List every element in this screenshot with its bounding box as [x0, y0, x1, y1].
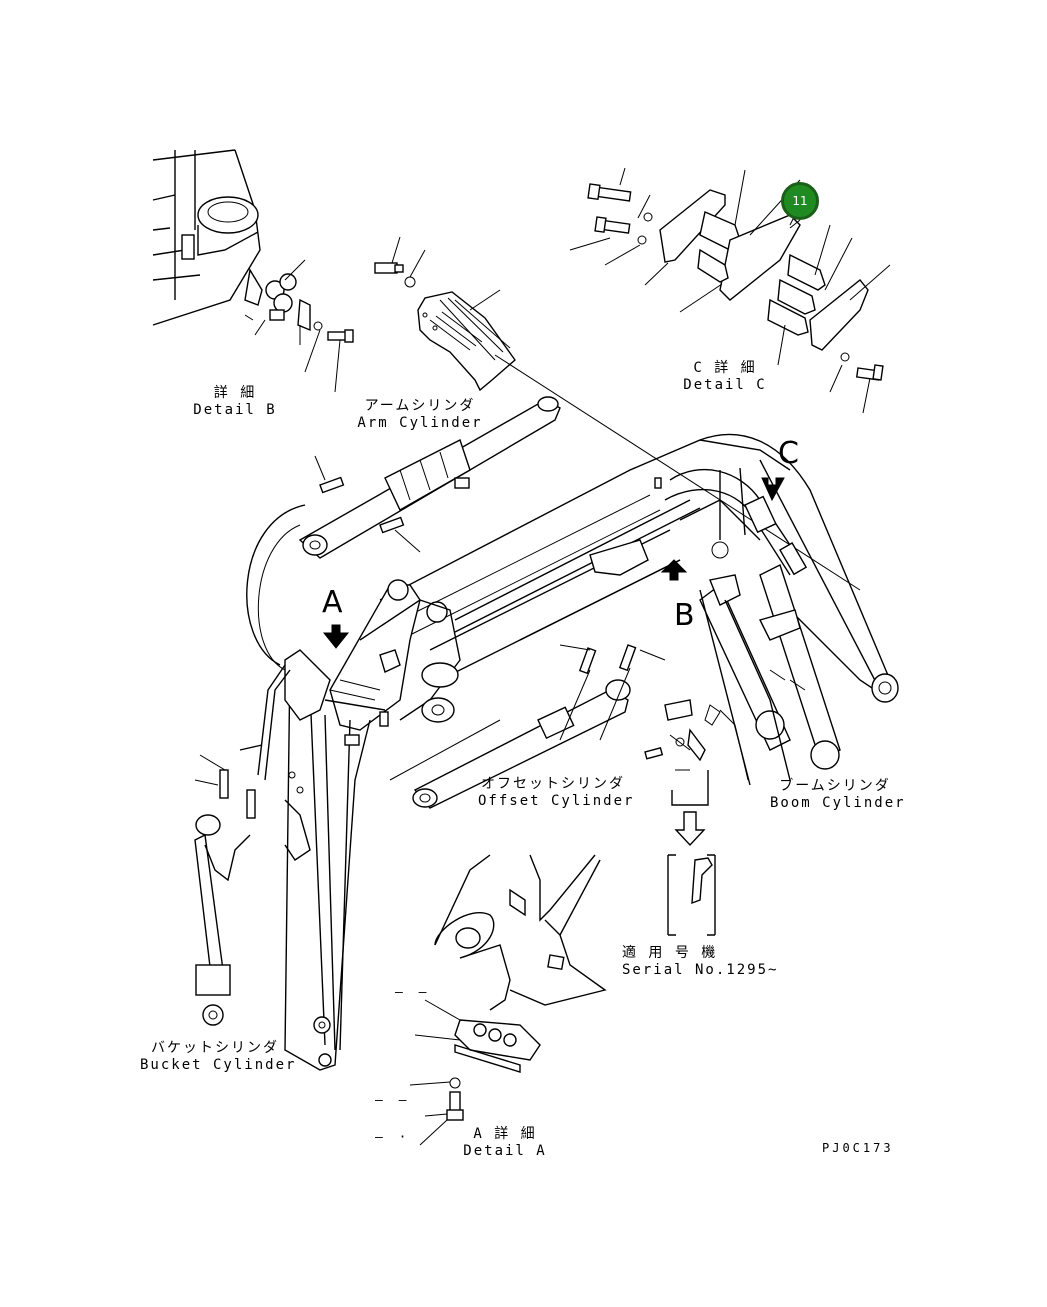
arm-cylinder-detail-drawing	[374, 236, 861, 591]
detail-a-label-en: Detail A	[463, 1143, 547, 1159]
view-letter-c: C	[778, 436, 799, 471]
detail-b-label: 詳 細 Detail B	[190, 385, 280, 419]
detail-a-label-jp: A 詳 細	[473, 1126, 537, 1142]
detail-a-label: A 詳 細 Detail A	[460, 1126, 550, 1160]
detail-b-label-jp: 詳 細	[213, 385, 257, 401]
arm-cylinder-label: アームシリンダ Arm Cylinder	[355, 398, 485, 432]
arm-cylinder-label-en: Arm Cylinder	[357, 415, 483, 431]
view-letter-a: A	[322, 585, 343, 620]
serial-label-en: Serial No.1295~	[622, 962, 779, 978]
detail-b-drawing	[152, 149, 354, 393]
callout-badge-11[interactable]: 11	[781, 182, 819, 220]
offset-cylinder-label-en: Offset Cylinder	[478, 793, 635, 809]
dash-mark-3: – ·	[375, 1130, 411, 1145]
offset-cylinder-label: オフセットシリンダ Offset Cylinder	[478, 776, 635, 810]
dash-mark-2: – –	[375, 1093, 411, 1108]
offset-cylinder-label-jp: オフセットシリンダ	[481, 776, 625, 792]
serial-bracket-drawing	[667, 770, 716, 936]
serial-label-jp: 適 用 号 機	[622, 945, 718, 961]
detail-c-label: C 詳 細 Detail C	[675, 360, 775, 394]
boom-cylinder-label: ブームシリンダ Boom Cylinder	[770, 778, 906, 812]
detail-c-label-en: Detail C	[683, 377, 767, 393]
boom-cylinder-label-jp: ブームシリンダ	[779, 778, 891, 794]
detail-b-label-en: Detail B	[193, 402, 277, 418]
detail-c-drawing	[569, 167, 891, 414]
boom-assembly-drawing	[194, 396, 899, 1071]
drawing-code: PJ0C173	[822, 1141, 894, 1155]
bucket-cylinder-label-en: Bucket Cylinder	[140, 1057, 297, 1073]
boom-cylinder-label-en: Boom Cylinder	[770, 795, 906, 811]
bucket-cylinder-label: バケットシリンダ Bucket Cylinder	[140, 1040, 297, 1074]
serial-label: 適 用 号 機 Serial No.1295~	[622, 945, 779, 979]
dash-mark-1: – –	[395, 985, 431, 1000]
detail-c-label-jp: C 詳 細	[693, 360, 757, 376]
arm-cylinder-label-jp: アームシリンダ	[364, 398, 476, 414]
view-letter-b: B	[674, 598, 695, 633]
bucket-cylinder-label-jp: バケットシリンダ	[151, 1040, 279, 1056]
callout-number: 11	[792, 194, 808, 208]
detail-a-drawing	[409, 854, 607, 1146]
